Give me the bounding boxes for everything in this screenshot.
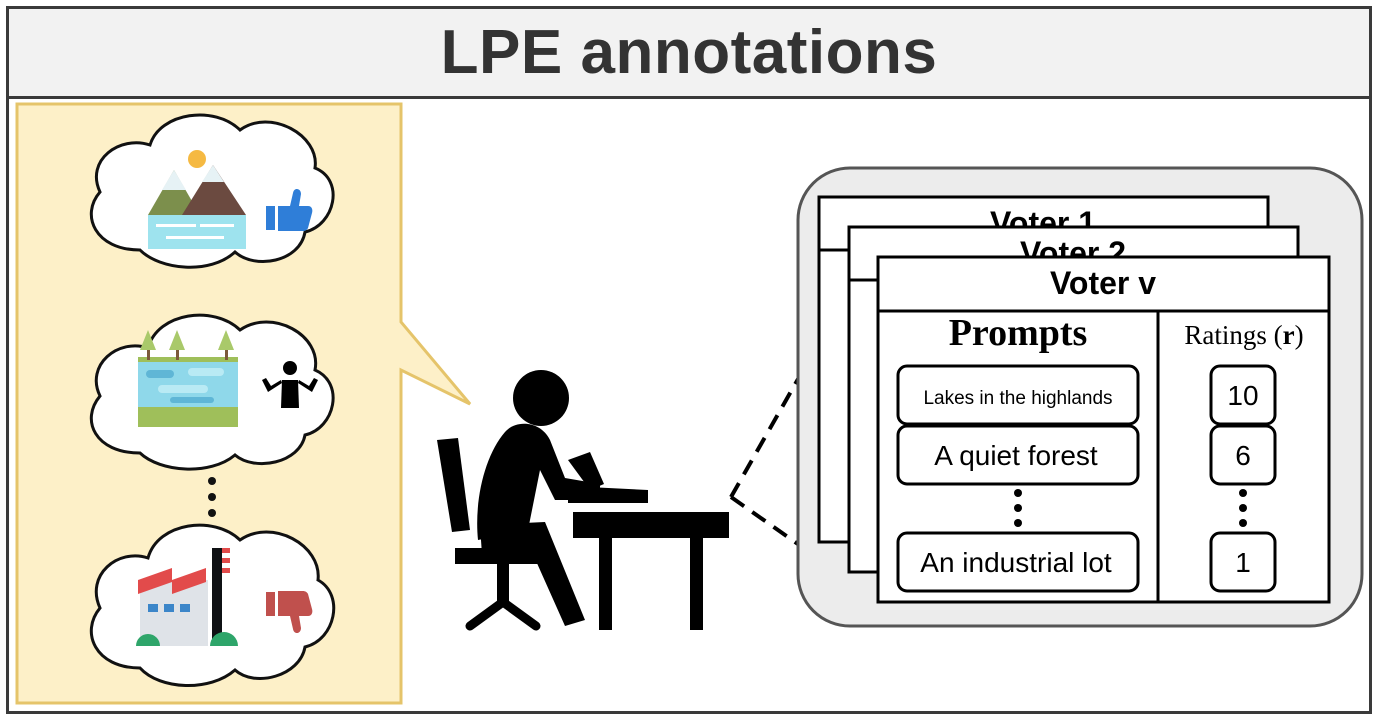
figure-title: LPE annotations (440, 18, 938, 87)
ratings-header-text: Ratings ( (1184, 320, 1282, 350)
rating-box-3 (1209, 531, 1277, 593)
title-bar: LPE annotations (9, 9, 1369, 99)
forest-lake-icon (138, 330, 238, 427)
voter-card-v: Voter v Prompts Ratings (r) Lakes in the… (876, 255, 1331, 604)
prompt-box-2 (896, 424, 1140, 486)
ratings-header: Ratings (r) (1184, 320, 1303, 350)
prompt-box-1 (896, 364, 1140, 426)
shrug-icon (262, 361, 318, 408)
annotator-person-icon (437, 370, 729, 631)
ratings-header-close: ) (1295, 320, 1304, 350)
rating-text-1: 10 (1227, 380, 1258, 411)
thought-cloud-1 (89, 113, 335, 269)
prompts-header: Prompts (949, 312, 1088, 354)
rating-box-2 (1209, 424, 1277, 486)
mountain-lake-icon (148, 150, 246, 249)
thought-cloud-2 (89, 313, 335, 471)
prompt-text-1: Lakes in the highlands (923, 388, 1112, 409)
ellipsis-vertical-left (208, 477, 216, 517)
voter-v-label: Voter v (1050, 265, 1156, 301)
prompt-box-3 (896, 531, 1140, 593)
factory-icon (136, 548, 238, 646)
thought-cloud-3 (89, 523, 336, 687)
rating-text-3: 1 (1235, 547, 1251, 578)
prompt-text-3: An industrial lot (920, 547, 1112, 578)
rating-box-1 (1209, 364, 1277, 426)
ellipsis-ratings (1239, 489, 1247, 527)
ratings-header-symbol: r (1283, 320, 1295, 350)
prompt-text-2: A quiet forest (934, 440, 1098, 471)
ellipsis-prompts (1014, 489, 1022, 527)
thumbs-down-icon (266, 591, 313, 634)
rating-text-2: 6 (1235, 440, 1251, 471)
thumbs-up-icon (266, 188, 313, 231)
